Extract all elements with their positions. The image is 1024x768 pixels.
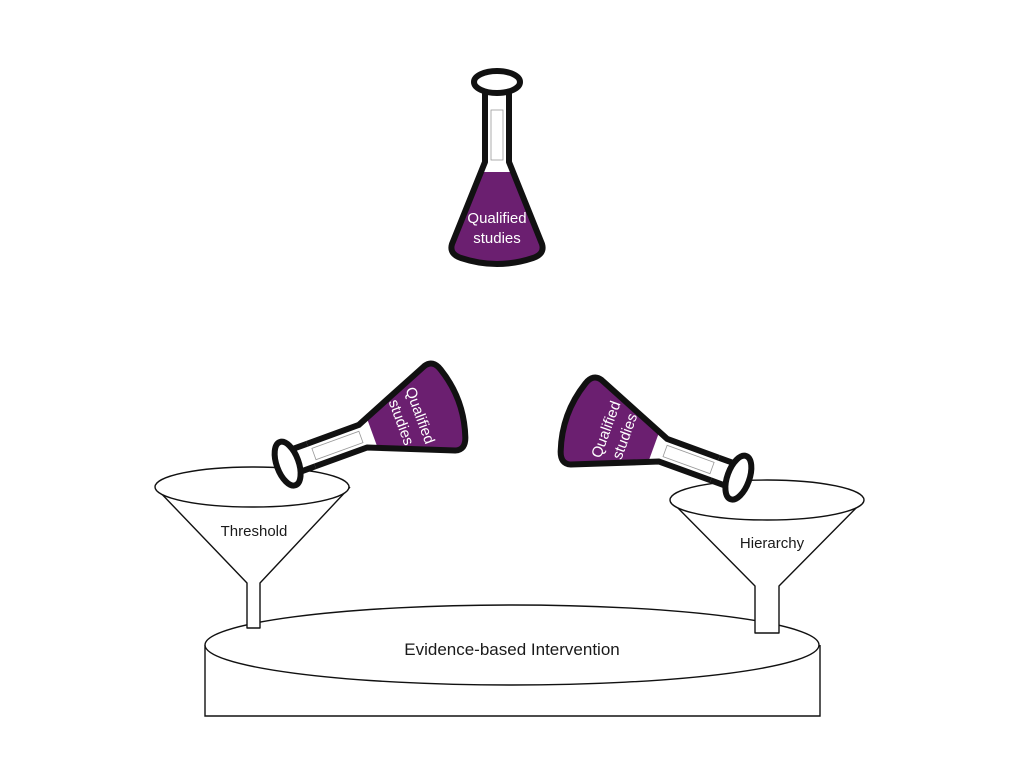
evidence-platform: Evidence-based Intervention bbox=[204, 604, 821, 717]
hierarchy-funnel: Hierarchy bbox=[669, 479, 865, 634]
threshold-funnel: Threshold bbox=[154, 466, 351, 629]
flask-top-line2: studies bbox=[473, 230, 521, 247]
threshold-label: Threshold bbox=[221, 523, 288, 540]
flask-top: Qualified studies bbox=[448, 68, 546, 267]
hierarchy-label: Hierarchy bbox=[740, 535, 805, 552]
platform-label: Evidence-based Intervention bbox=[404, 640, 619, 659]
flask-top-line1: Qualified bbox=[467, 210, 526, 227]
